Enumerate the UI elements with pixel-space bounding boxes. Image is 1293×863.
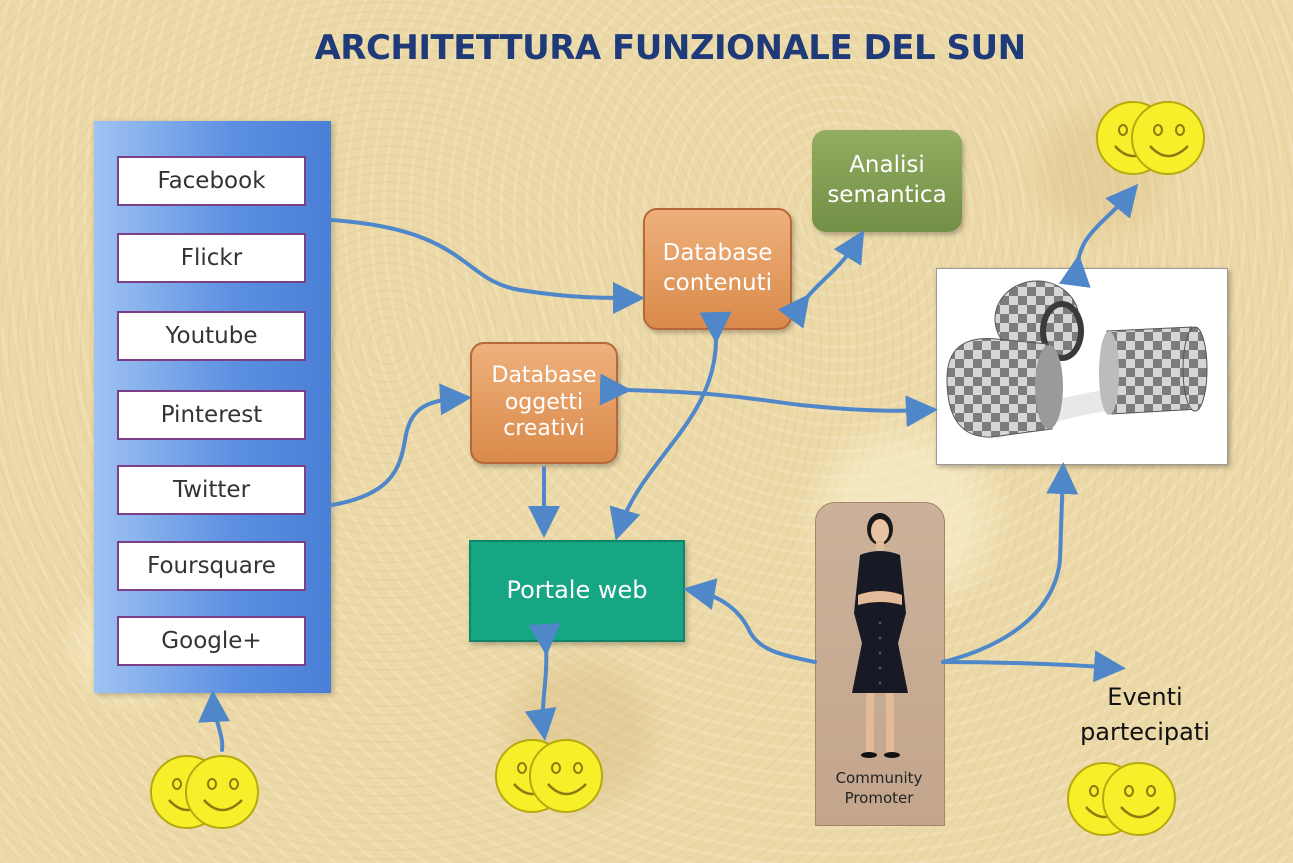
source-twitter[interactable]: Twitter [117,465,306,515]
arrow-smileys-to-sources [198,690,231,752]
community-promoter-photo [815,502,945,826]
database-oggetti-line3: creativi [503,416,585,442]
arrow-promoter-to-eventi [941,650,1126,683]
source-google-plus[interactable]: Google+ [117,616,306,666]
eventi-line2: partecipati [1080,717,1210,746]
arrow-facebook-to-database-contenuti [330,218,645,314]
pod-top [994,280,1084,361]
source-pinterest[interactable]: Pinterest [117,390,306,440]
database-oggetti-line1: Database [491,362,597,388]
pod-right [1099,326,1208,415]
arrow-server-smileys [1058,183,1139,288]
server-pods-image [936,268,1228,465]
diagram-title: ARCHITETTURA FUNZIONALE DEL SUN [314,28,1026,68]
arrow-portale-smileys [524,623,561,741]
portale-web-box: Portale web [469,540,685,642]
analisi-semantica-line1: Analisi [849,152,925,179]
database-contenuti-box: Database contenuti [643,208,792,330]
database-contenuti-line1: Database [662,240,773,267]
pod-left [946,338,1063,438]
community-promoter-line2: Promoter [844,789,914,808]
eventi-partecipati-label: Eventi partecipati [1050,680,1240,750]
community-promoter-label: Community Promoter [815,768,943,809]
source-youtube[interactable]: Youtube [117,311,306,361]
arrow-database-contenuti-portale [609,311,732,541]
analisi-semantica-line2: semantica [827,182,947,208]
source-flickr[interactable]: Flickr [117,233,306,283]
database-oggetti-creativi-box: Database oggetti creativi [470,342,618,464]
analisi-semantica-box: Analisi semantica [812,130,962,232]
smiley-face-pair-icon-bottom-left [149,754,260,830]
arrow-database-contenuti-analisi [777,230,865,329]
smiley-face-pair-icon-bottom-middle [494,738,604,814]
database-contenuti-line2: contenuti [662,270,773,296]
community-promoter-line1: Community [835,769,923,787]
arrow-promoter-to-server [941,462,1079,664]
smiley-face-pair-icon-bottom-right [1066,761,1177,837]
arrow-twitter-to-database-oggetti [330,383,472,507]
arrow-promoter-to-portale [683,578,817,664]
eventi-line1: Eventi [1107,683,1183,711]
portale-web-label: Portale web [506,576,648,605]
source-facebook[interactable]: Facebook [117,156,306,206]
database-oggetti-line2: oggetti [504,389,584,415]
smiley-face-pair-icon-top-right [1095,100,1206,176]
source-foursquare[interactable]: Foursquare [117,541,306,591]
arrow-database-oggetti-server [599,373,938,428]
